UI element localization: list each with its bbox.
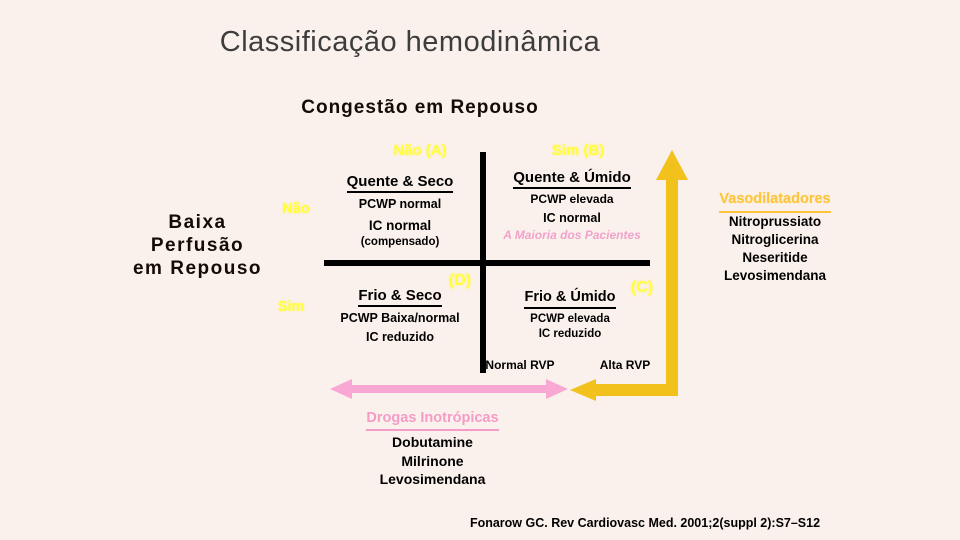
quadrant-tag-c: (C) [630, 279, 654, 296]
vasodilators-panel: Vasodilatadores Nitroprussiato Nitroglic… [690, 188, 860, 285]
citation: Fonarow GC. Rev Cardiovasc Med. 2001;2(s… [469, 516, 821, 530]
inotrope-drug: Milrinone [401, 452, 464, 469]
row-header-sim: Sim [277, 299, 305, 315]
quadrant-line: PCWP elevada [530, 312, 610, 325]
quadrant-line: IC normal [368, 217, 432, 233]
perfusion-axis-label: Baixa Perfusão em Repouso [105, 211, 290, 281]
vasodilators-title: Vasodilatadores [719, 190, 831, 213]
perfusion-label-line: Perfusão [150, 235, 245, 257]
row-header-nao: Não [282, 201, 310, 217]
quadrant-quente-umido: Quente & Úmido PCWP elevada IC normal A … [488, 169, 656, 243]
quadrant-frio-seco: Frio & Seco PCWP Baixa/normal IC reduzid… [310, 287, 490, 344]
slide-title: Classificação hemodinâmica [219, 26, 601, 58]
quadrant-title: Frio & Úmido [524, 289, 616, 309]
quadrant-line: (compensado) [360, 236, 440, 249]
inotropes-title: Drogas Inotrópicas [366, 409, 499, 432]
vasodilator-drug: Levosimendana [723, 268, 827, 284]
inotrope-drug: Dobutamine [392, 434, 473, 451]
vasodilator-drug: Neseritide [742, 250, 808, 265]
vasodilator-drug: Nitroprussiato [728, 213, 822, 229]
quadrant-horizontal-axis [324, 260, 650, 266]
quadrant-tag-d: (D) [448, 272, 472, 289]
quadrant-frio-umido: Frio & Úmido PCWP elevada IC reduzido [490, 288, 650, 341]
quadrant-title: Frio & Seco [358, 287, 442, 308]
perfusion-label-line: em Repouso [132, 258, 263, 280]
perfusion-label-line: Baixa [168, 212, 227, 233]
congestion-header: Congestão em Repouso [301, 97, 539, 118]
rvp-alta-label: Alta RVP [599, 358, 651, 372]
column-header-nao-a: Não (A) [393, 142, 447, 159]
quadrant-line: PCWP normal [358, 197, 442, 212]
quadrant-line: PCWP elevada [530, 192, 614, 207]
quadrant-line: IC reduzido [365, 329, 435, 344]
quadrant-line: PCWP Baixa/normal [340, 311, 460, 326]
quadrant-line: IC reduzido [538, 327, 602, 340]
rvp-normal-label: Normal RVP [485, 358, 555, 372]
quadrant-title: Quente & Úmido [513, 169, 631, 190]
inotropes-panel: Drogas Inotrópicas Dobutamine Milrinone … [330, 407, 535, 489]
quadrant-quente-seco: Quente & Seco PCWP normal IC normal (com… [310, 173, 490, 249]
vasodilator-up-arrow [570, 150, 688, 401]
column-header-sim-b: Sim (B) [551, 142, 605, 159]
quadrant-line: IC normal [543, 211, 601, 226]
rvp-horizontal-arrow [330, 379, 568, 399]
vasodilator-drug: Nitroglicerina [731, 231, 819, 247]
quadrant-note: A Maioria dos Pacientes [503, 228, 641, 243]
inotrope-drug: Levosimendana [379, 471, 486, 488]
quadrant-title: Quente & Seco [346, 173, 454, 194]
